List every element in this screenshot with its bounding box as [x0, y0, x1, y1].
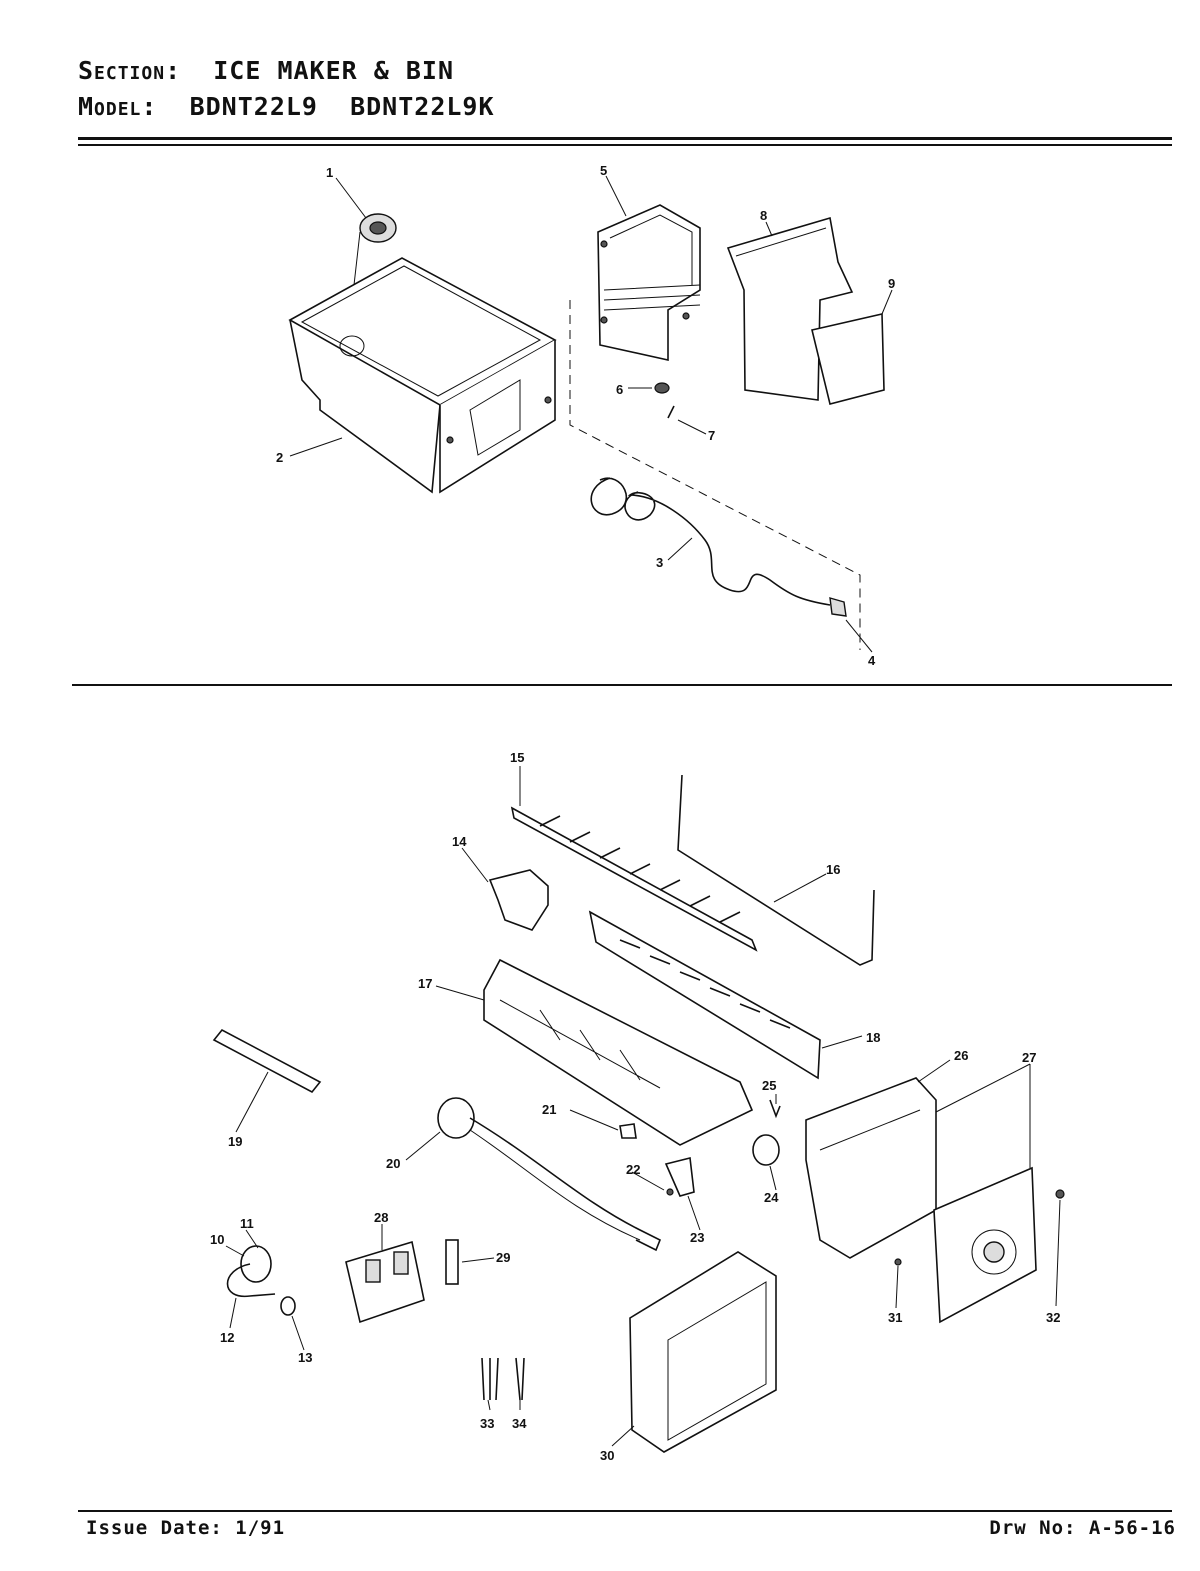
part-28-water-valve: [345, 1240, 425, 1324]
part-32-screw: [1055, 1189, 1065, 1199]
callout-33: 33: [480, 1416, 494, 1431]
part-5-chute-bracket: [597, 204, 701, 361]
part-19-tube: [212, 1028, 322, 1094]
part-21-clip: [619, 1123, 637, 1139]
part-25-spring: [769, 1099, 781, 1119]
part-8-duct: [726, 216, 854, 401]
callout-labels: 1 2 3 4 5 6 7 8 9 10 11 12 13 14 15 16 1…: [210, 163, 1060, 1463]
callout-6: 6: [616, 382, 623, 397]
callout-13: 13: [298, 1350, 312, 1365]
part-23-switch-bracket: [664, 1157, 695, 1197]
callout-11: 11: [240, 1216, 254, 1231]
callout-19: 19: [228, 1134, 242, 1149]
drawing-number: Drw No: A-56-16: [989, 1517, 1176, 1539]
callout-2: 2: [276, 450, 283, 465]
footer-rule: [78, 1510, 1172, 1512]
callout-1: 1: [326, 165, 333, 180]
callout-10: 10: [210, 1232, 224, 1247]
section-label: Section:: [78, 56, 182, 85]
part-17-mold: [483, 958, 754, 1146]
part-20-thermostat-harness: [437, 1097, 662, 1252]
part-26-housing: [805, 1077, 937, 1259]
section-heading: Section: ICE MAKER & BIN: [78, 56, 454, 85]
part-4-plug: [829, 597, 847, 617]
callout-20: 20: [386, 1156, 400, 1171]
callout-22: 22: [626, 1162, 640, 1177]
part-3-heater: [590, 477, 831, 606]
model-value: BDNT22L9 BDNT22L9K: [189, 92, 495, 121]
part-22-screw: [666, 1188, 674, 1196]
callout-16: 16: [826, 862, 840, 877]
part-13-terminal: [280, 1296, 296, 1316]
callout-34: 34: [512, 1416, 527, 1431]
part-15-ejector: [510, 806, 758, 952]
callout-30: 30: [600, 1448, 614, 1463]
part-27-control-module: [933, 1166, 1037, 1324]
part-34-screws: [515, 1357, 525, 1401]
callout-5: 5: [600, 163, 607, 178]
part-14-bracket: [488, 869, 549, 931]
callout-28: 28: [374, 1210, 388, 1225]
callout-26: 26: [954, 1048, 968, 1063]
part-9-duct-cover: [811, 313, 885, 405]
part-24-motor-gear: [752, 1134, 780, 1166]
callout-3: 3: [656, 555, 663, 570]
section-divider: [72, 684, 1172, 686]
callout-29: 29: [496, 1250, 510, 1265]
header-rule-bottom: [78, 144, 1172, 146]
part-29-fitting: [445, 1239, 459, 1285]
assembly-guide-line: [569, 300, 861, 650]
part-33-screws: [481, 1357, 499, 1401]
leader-lines: [225, 175, 1061, 1447]
part-30-front-cover: [629, 1251, 777, 1453]
callout-12: 12: [220, 1330, 234, 1345]
callout-8: 8: [760, 208, 767, 223]
callout-18: 18: [866, 1030, 880, 1045]
callout-14: 14: [452, 834, 467, 849]
part-16-shutoff-arm: [677, 774, 875, 966]
part-10-11-valve-coil: [226, 1245, 276, 1298]
callout-9: 9: [888, 276, 895, 291]
model-label: Model:: [78, 92, 158, 121]
part-31-screw: [894, 1258, 902, 1266]
callout-21: 21: [542, 1102, 556, 1117]
callout-23: 23: [690, 1230, 704, 1245]
part-7-pin: [667, 405, 675, 419]
part-2-ice-bin: [288, 257, 557, 494]
part-18-stripper: [588, 910, 821, 1080]
callout-17: 17: [418, 976, 432, 991]
header-rule-top: [78, 137, 1172, 140]
model-heading: Model: BDNT22L9 BDNT22L9K: [78, 92, 495, 121]
callout-4: 4: [868, 653, 876, 668]
section-value: ICE MAKER & BIN: [213, 56, 455, 85]
callout-27: 27: [1022, 1050, 1036, 1065]
callout-25: 25: [762, 1078, 776, 1093]
part-6-bushing: [654, 382, 670, 394]
callout-31: 31: [888, 1310, 902, 1325]
callout-24: 24: [764, 1190, 779, 1205]
callout-15: 15: [510, 750, 524, 765]
callout-32: 32: [1046, 1310, 1060, 1325]
callout-7: 7: [708, 428, 715, 443]
issue-date: Issue Date: 1/91: [86, 1517, 286, 1539]
